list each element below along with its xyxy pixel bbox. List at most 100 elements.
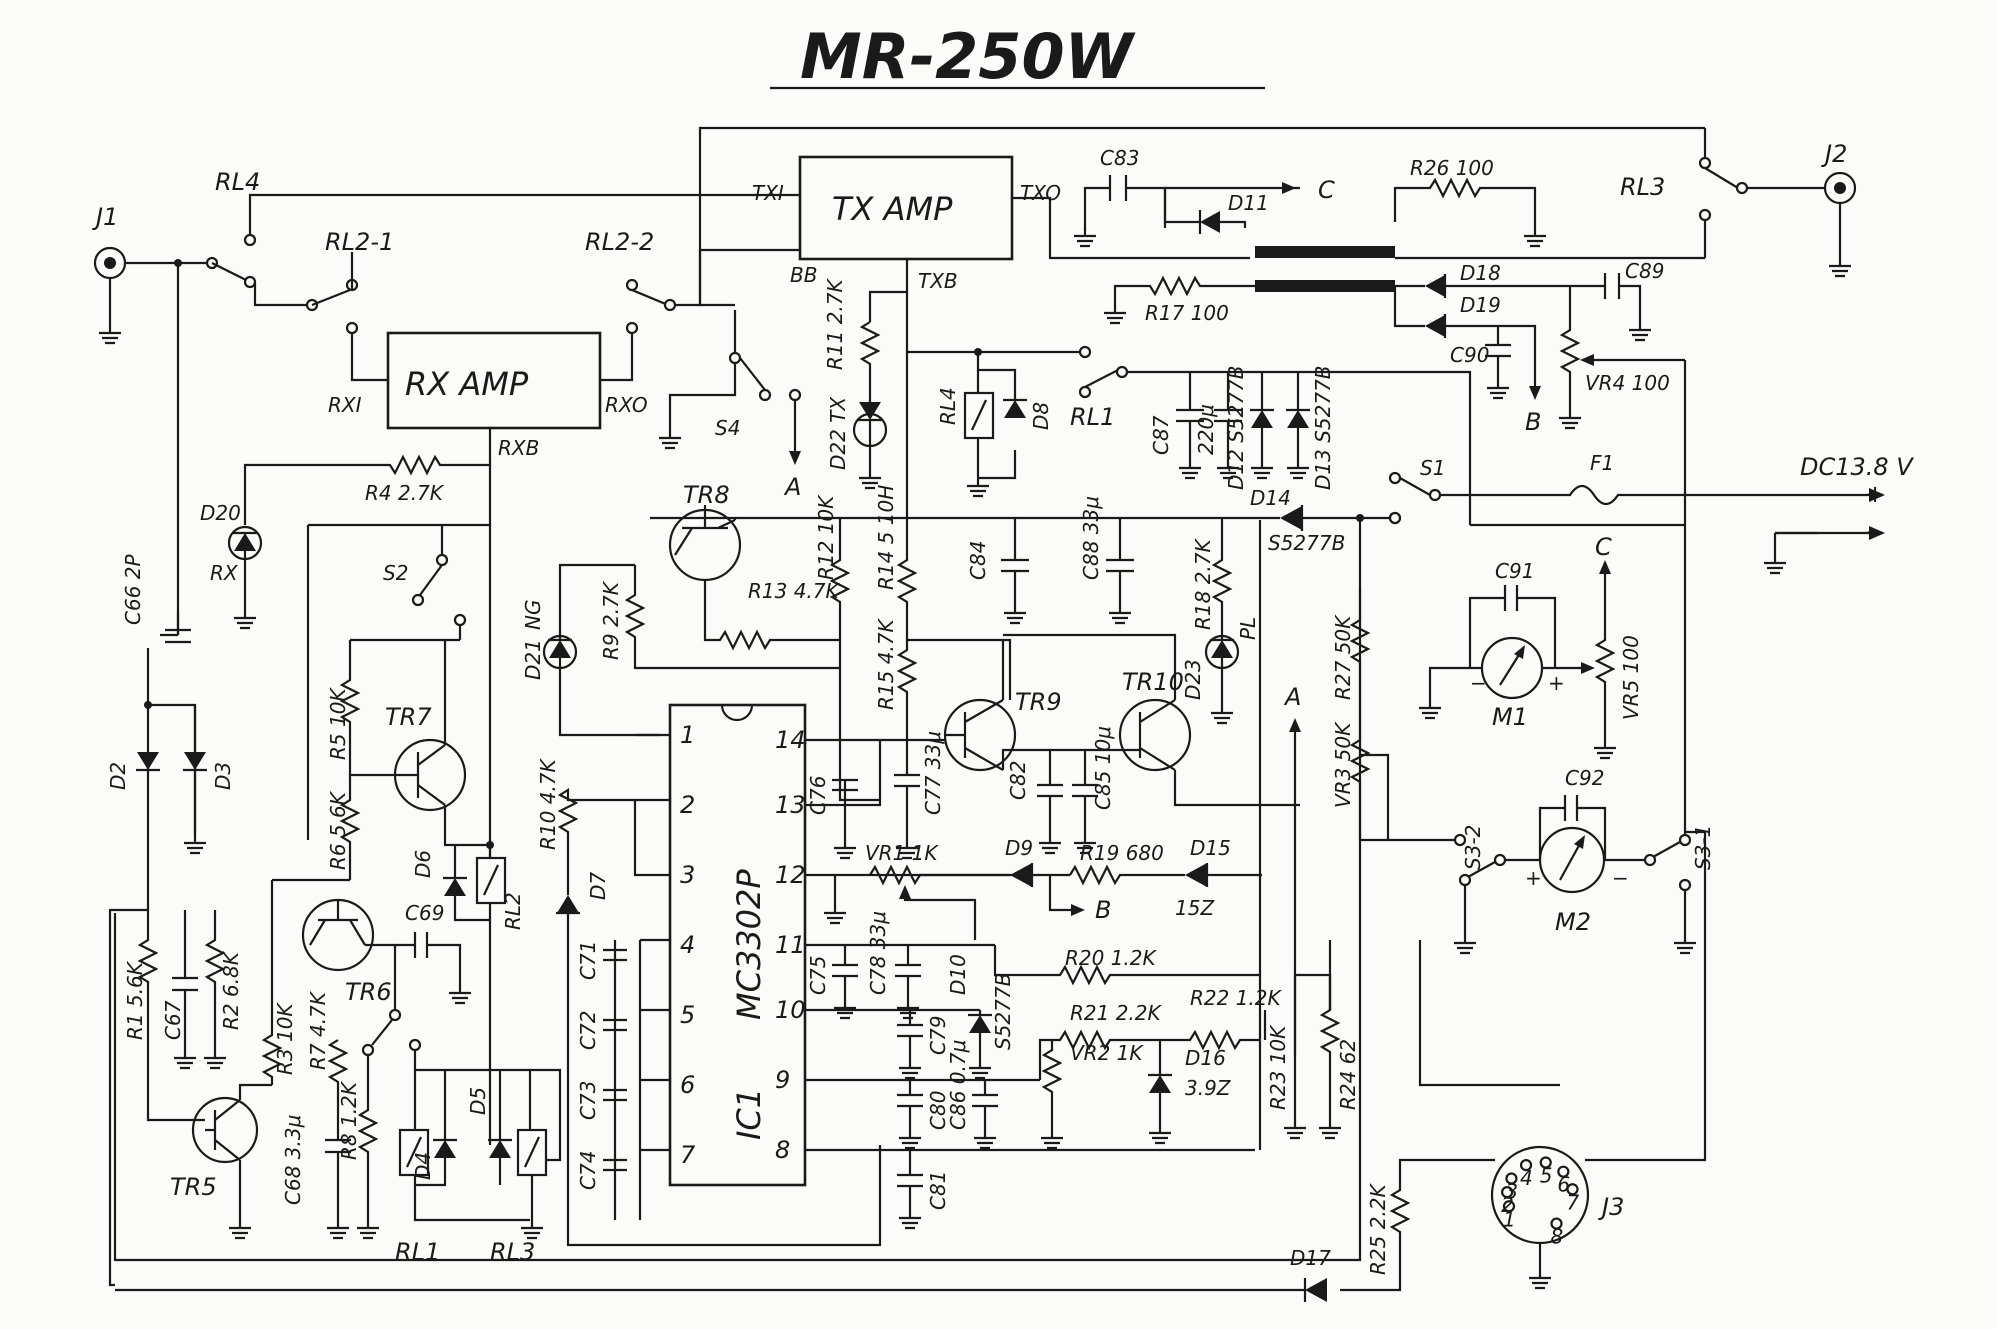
ic1-pin-7: 7 (680, 1141, 696, 1169)
meter-m1 (1480, 636, 1544, 700)
jack-j1 (93, 246, 210, 345)
r3-label: R3 10K (273, 1002, 297, 1075)
d9-diode (1010, 863, 1032, 887)
ic1-pin-11: 11 (775, 931, 806, 959)
d10-label: D10 (946, 954, 970, 995)
c68-label: C68 3.3μ (281, 1115, 305, 1205)
rl2-2-label: RL2-2 (585, 228, 654, 256)
c89-symbol (1570, 273, 1642, 322)
c71-symbol (603, 948, 627, 962)
r12-label: R12 10K (814, 494, 838, 580)
c78-label: C78 33μ (866, 911, 890, 995)
j3-pin-label-3: 3 (1505, 1180, 1518, 1204)
vr5-label: VR5 100 (1619, 635, 1643, 720)
r26-resistor (1393, 177, 1537, 228)
dc-input-label: DC13.8 V (1800, 453, 1914, 481)
r15-label: R15 4.7K (874, 617, 898, 710)
c79-label: C79 (926, 1016, 950, 1055)
r13-label: R13 4.7K (748, 579, 841, 603)
c80-label: C80 (926, 1091, 950, 1130)
transistor-tr10 (1085, 698, 1192, 772)
d15-diode (1185, 863, 1207, 887)
c83-symbol (1108, 175, 1128, 201)
tr5-label: TR5 (170, 1173, 217, 1201)
d11-diode (1200, 211, 1220, 233)
txb-label: TXB (918, 269, 958, 293)
switch-s3-1[interactable] (1643, 833, 1692, 935)
d18-diode (1425, 275, 1445, 297)
d16-diode (1149, 1075, 1171, 1093)
m2-minus: − (1612, 866, 1629, 890)
r24-label: R24 62 (1336, 1039, 1360, 1110)
c87-label: C87 (1149, 415, 1173, 455)
c72-symbol (603, 1018, 627, 1032)
c71-label: C71 (576, 941, 600, 980)
transistor-tr8 (668, 505, 742, 582)
c89-label: C89 (1625, 259, 1664, 283)
m2-plus: + (1525, 866, 1542, 890)
rl1-coil-label: RL1 (395, 1238, 440, 1266)
bb-label: BB (790, 263, 817, 287)
relay-rl2-2-contact (600, 126, 1705, 382)
jack-j2 (1823, 171, 1857, 278)
d15-label: D15 (1190, 836, 1231, 860)
tx-amp-label: TX AMP (832, 190, 953, 228)
d5-label: D5 (466, 1087, 490, 1115)
txo-label: TXO (1020, 181, 1061, 205)
ic1-pin-14: 14 (775, 726, 806, 754)
m1-label: M1 (1492, 703, 1528, 731)
tx-amp-block (798, 155, 1014, 261)
ic1-label: IC1 (730, 1088, 768, 1140)
d23-tag: PL (1236, 617, 1260, 640)
m1-minus: − (1470, 671, 1487, 695)
s4-label: S4 (715, 416, 740, 440)
dc-plus: + (1865, 480, 1885, 508)
d2-diode (137, 752, 159, 770)
s1-label: S1 (1420, 456, 1445, 480)
vr1-label: VR1 1K (865, 841, 939, 865)
relay-rl4-contact (205, 193, 800, 289)
d23-diode (1211, 640, 1233, 658)
ic1-pin-9: 9 (775, 1066, 790, 1094)
d20-diode (234, 533, 256, 551)
c90-label: C90 (1450, 343, 1489, 367)
d7-diode (557, 895, 579, 913)
d19-diode (1425, 315, 1445, 337)
d20-tag: RX (210, 561, 239, 585)
switch-s2[interactable] (411, 525, 467, 640)
coupler-line-1 (1255, 246, 1395, 258)
transistor-tr5 (191, 1096, 259, 1164)
d5-diode (489, 1140, 511, 1158)
switch-s4[interactable] (668, 250, 802, 455)
d21-diode (549, 640, 571, 658)
tr7-label: TR7 (385, 703, 432, 731)
m1-plus: + (1548, 671, 1565, 695)
j3-pin-label-8: 8 (1551, 1225, 1564, 1249)
coupler-line-2 (1255, 280, 1395, 292)
d13-label: D13 S5277B (1311, 365, 1335, 490)
c72-label: C72 (576, 1011, 600, 1050)
r22-label: R22 1.2K (1190, 986, 1283, 1010)
net-a-label-2: A (1283, 683, 1301, 711)
d11-label: D11 (1228, 191, 1269, 215)
d21-label: D21 (521, 639, 545, 680)
j3-pin-label-2: 2 (1501, 1193, 1514, 1217)
tr6-label: TR6 (345, 978, 392, 1006)
ic1-package (668, 703, 807, 1187)
r11-resistor (859, 321, 881, 405)
d11-cathode-wire (1163, 188, 1200, 224)
net-a-label-1: A (783, 473, 801, 501)
r25-label: R25 2.2K (1366, 1182, 1390, 1275)
relay-rl2-1-contact (253, 252, 390, 382)
j3-pin-3 (1505, 1172, 1518, 1185)
d15-part-label: 15Z (1175, 896, 1215, 920)
r7-label: R7 4.7K (306, 990, 330, 1070)
ic1-pin-8: 8 (775, 1136, 790, 1164)
ic1-pin-2: 2 (680, 791, 695, 819)
d12-label: D12 S5277B (1224, 365, 1248, 490)
ic1-pin-5: 5 (680, 1001, 695, 1029)
r10-label: R10 4.7K (536, 757, 560, 850)
ic1-pin-4: 4 (680, 931, 695, 959)
j3-pin-2 (1501, 1186, 1514, 1199)
